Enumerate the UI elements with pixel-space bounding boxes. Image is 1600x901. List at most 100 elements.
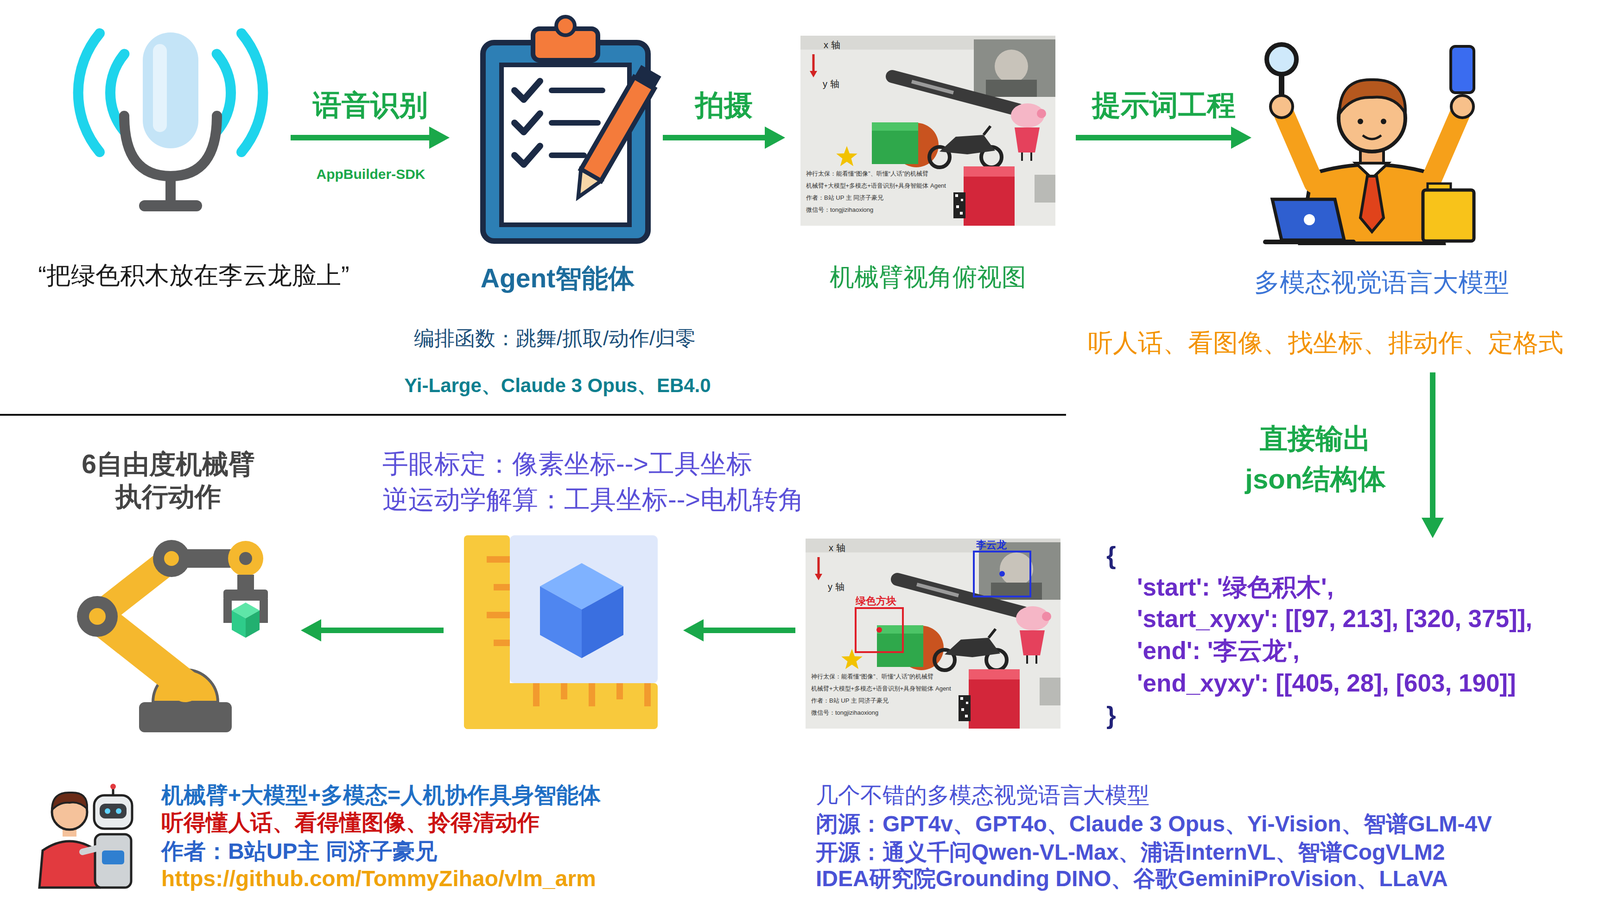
arrow-line — [1429, 372, 1436, 520]
robot-arm-icon — [76, 596, 118, 637]
flow-arrow — [662, 126, 786, 149]
detection-boxes — [973, 551, 1031, 597]
robot-arm-icon — [237, 574, 254, 592]
flow-arrow — [683, 619, 796, 642]
human-robot-icon — [95, 834, 132, 888]
note-label: 机械臂+大模型+多模态+语音识别+具身智能体 Agent — [811, 685, 952, 693]
arrow-line — [701, 627, 796, 634]
microphone-icon — [124, 115, 217, 177]
sdk-label: AppBuilder-SDK — [316, 165, 426, 183]
detection-boxes — [876, 627, 883, 633]
vlm-person-icon — [1272, 199, 1345, 241]
vlm-person-icon — [1266, 44, 1297, 75]
node-text: 'start_xyxy': [[97, 213], [320, 375]], — [1136, 603, 1533, 634]
node-text: 听人话、看图像、找坐标、排动作、定格式 — [1087, 327, 1564, 358]
flow-arrow — [1421, 372, 1444, 539]
vlm-person-icon — [1357, 118, 1364, 125]
clipboard-icon — [514, 113, 540, 133]
note-label: 闭源：GPT4v、GPT4o、Claude 3 Opus、Yi-Vision、智… — [815, 810, 1493, 838]
note-label: 开源：通义千问Qwen-VL-Max、浦语InternVL、智谱CogVLM2 — [815, 838, 1445, 866]
calibration-icon — [486, 556, 510, 563]
robot-arm-icon — [231, 610, 246, 638]
note-label: 作者：B站UP主 同济子豪兄 — [161, 838, 438, 865]
clipboard-icon — [482, 16, 662, 242]
vlm-person-icon — [1362, 135, 1382, 140]
clipboard-icon — [556, 16, 575, 36]
edge-label: 拍摄 — [695, 88, 753, 123]
human-robot-icon — [39, 783, 133, 888]
note-label: IDEA研究院Grounding DINO、谷歌GeminiProVision、… — [815, 865, 1448, 893]
node-text: } — [1106, 700, 1117, 731]
arrow-head — [764, 126, 786, 149]
vlm-person-icon — [1283, 113, 1315, 184]
note-label: y 轴 — [822, 78, 840, 90]
robot-arm-icon — [152, 539, 191, 578]
arrow-head — [300, 619, 322, 642]
vlm-person-icon — [1339, 79, 1406, 114]
calibration-icon — [493, 584, 510, 591]
human-robot-icon — [82, 848, 98, 852]
arrow-line — [290, 134, 432, 141]
note-label: 微信号：tongjizihaoxiong — [806, 206, 874, 214]
top-view-photo — [800, 35, 1056, 226]
detection-boxes — [855, 608, 903, 653]
robot-arm-icon — [223, 598, 232, 623]
arrow-head — [429, 126, 450, 149]
human-robot-icon — [115, 808, 122, 814]
vlm-person-icon — [1380, 118, 1387, 125]
human-robot-icon — [104, 808, 111, 814]
flow-arrow — [290, 126, 450, 149]
human-robot-icon — [39, 841, 100, 888]
node-text: 6自由度机械臂 执行动作 — [70, 447, 266, 513]
clipboard-icon — [514, 81, 540, 100]
node-text: “把绿色积木放在李云龙脸上” — [38, 260, 350, 291]
detection-boxes — [999, 571, 1005, 577]
node-text: 手眼标定：像素坐标-->工具坐标 — [382, 448, 753, 480]
note-label: 作者：B站 UP 主 同济子豪兄 — [806, 194, 884, 202]
clipboard-icon — [551, 152, 585, 159]
calibration-stage: 手眼标定：像素坐标-->工具坐标逆运动学解算：工具坐标-->电机转角 — [463, 535, 658, 730]
clipboard-icon — [514, 146, 540, 165]
vlm-person-icon — [1450, 46, 1474, 93]
robot-arm-icon — [239, 552, 253, 566]
node-text: 'end_xyxy': [[405, 28], [603, 190]] — [1136, 668, 1517, 699]
vlm-person-icon — [1265, 239, 1354, 245]
human-robot-icon — [99, 803, 127, 819]
clipboard-icon — [551, 120, 598, 126]
arrow-head — [1231, 126, 1252, 149]
human-robot-icon — [51, 792, 88, 811]
node-text: 多模态视觉语言大模型 — [1254, 266, 1510, 298]
note-label: 几个不错的多模态视觉语言大模型 — [815, 781, 1150, 809]
calibration-icon — [463, 683, 658, 730]
annotated-photo — [805, 538, 1061, 729]
note-label: 机械臂+大模型+多模态+语音识别+具身智能体 Agent — [806, 182, 947, 190]
vlm-person-icon — [1451, 95, 1474, 118]
human-robot-icon — [94, 795, 133, 829]
arrow-head — [1421, 517, 1444, 539]
microphone-icon — [139, 200, 203, 212]
microphone-icon — [142, 32, 199, 149]
edge-label: 语音识别 — [312, 88, 428, 123]
node-text: 机械臂视角俯视图 — [829, 262, 1027, 293]
robot-arm-icon — [259, 598, 268, 623]
note-label: y 轴 — [827, 581, 845, 593]
robot-arm-icon — [228, 540, 264, 577]
calibration-icon — [581, 586, 624, 659]
node-text: Yi-Large、Claude 3 Opus、EB4.0 — [404, 374, 711, 398]
clipboard-icon — [568, 64, 662, 204]
flow-arrow — [1075, 126, 1252, 149]
calibration-icon — [644, 683, 651, 707]
calibration-icon — [493, 639, 510, 647]
node-text: 李云龙 — [976, 539, 1007, 552]
vlm-person-icon — [1303, 214, 1315, 226]
calibration-icon — [463, 535, 658, 730]
robot-arm-icon — [76, 539, 268, 733]
clipboard-icon — [568, 169, 602, 204]
edge-label: 直接输出 json结构体 — [1236, 418, 1395, 500]
voice-input-stage: “把绿色积木放在李云龙脸上” — [71, 25, 271, 215]
robot-arm-stage: 6自由度机械臂 执行动作 — [66, 530, 281, 735]
human-robot-icon — [101, 850, 125, 865]
microphone-icon — [152, 44, 167, 133]
calibration-icon — [616, 683, 623, 700]
